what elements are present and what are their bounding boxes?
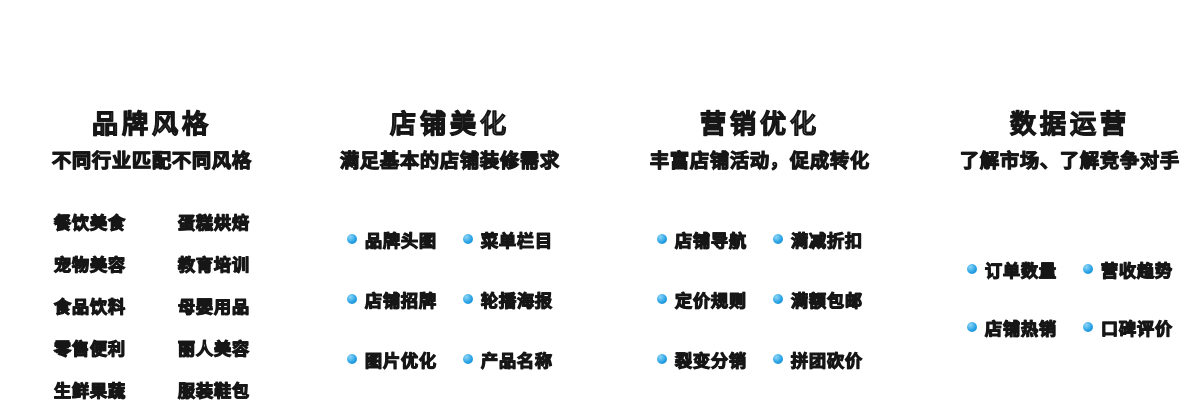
feature-item-label: 满额包邮 (791, 291, 863, 311)
feature-item: 店铺招牌 (347, 287, 437, 312)
feature-item: 菜单栏目 (463, 227, 553, 252)
bullet-icon (773, 294, 783, 305)
feature-item: 口碑评价 (1083, 315, 1173, 340)
category-item-label: 蛋糕烘焙 (178, 213, 250, 233)
category-item: 食品饮料 (54, 293, 126, 318)
bullet-icon (657, 234, 667, 245)
category-item: 零售便利 (54, 335, 126, 360)
feature-item-label: 裂变分销 (675, 351, 747, 371)
feature-column-marketing-optimize: 营销优化 丰富店铺活动，促成转化 店铺导航 满减折扣 定价规则 满额包邮 裂变分… (645, 109, 875, 372)
feature-item: 拼团砍价 (773, 347, 863, 372)
feature-item-label: 菜单栏目 (481, 231, 553, 251)
feature-item-label: 订单数量 (985, 261, 1057, 281)
bullet-icon (347, 294, 357, 305)
feature-list: 品牌头图 菜单栏目 店铺招牌 轮播海报 图片优化 产品名称 (335, 227, 565, 372)
bullet-icon (463, 354, 473, 365)
column-title: 数据运营 (1009, 109, 1130, 140)
feature-item: 裂变分销 (657, 347, 747, 372)
category-item: 服装鞋包 (178, 377, 250, 402)
category-item: 蛋糕烘焙 (178, 209, 250, 234)
bullet-icon (1083, 264, 1093, 275)
feature-item: 品牌头图 (347, 227, 437, 252)
category-item-label: 母婴用品 (178, 297, 250, 317)
feature-item-label: 轮播海报 (481, 291, 553, 311)
category-item: 教育培训 (178, 251, 250, 276)
feature-item-label: 店铺招牌 (365, 291, 437, 311)
category-item-label: 生鲜果蔬 (54, 381, 126, 401)
feature-item: 定价规则 (657, 287, 747, 312)
feature-item-label: 定价规则 (675, 291, 747, 311)
column-subtitle: 了解市场、了解竞争对手 (959, 150, 1180, 172)
bullet-icon (347, 234, 357, 245)
feature-item-label: 图片优化 (365, 351, 437, 371)
category-item-label: 教育培训 (178, 255, 250, 275)
bullet-icon (463, 294, 473, 305)
category-item: 生鲜果蔬 (54, 377, 126, 402)
bullet-icon (967, 264, 977, 275)
feature-item-label: 品牌头图 (365, 231, 437, 251)
category-item-label: 零售便利 (54, 339, 126, 359)
category-item-label: 食品饮料 (54, 297, 126, 317)
column-title: 营销优化 (699, 109, 820, 140)
feature-item: 订单数量 (967, 257, 1057, 282)
bullet-icon (773, 354, 783, 365)
column-title: 品牌风格 (91, 109, 212, 140)
feature-item: 产品名称 (463, 347, 553, 372)
feature-item-label: 产品名称 (481, 351, 553, 371)
category-item-label: 宠物美容 (54, 255, 126, 275)
feature-item-label: 营收趋势 (1101, 261, 1173, 281)
feature-item: 店铺导航 (657, 227, 747, 252)
feature-item-label: 店铺导航 (675, 231, 747, 251)
column-subtitle: 满足基本的店铺装修需求 (339, 150, 560, 172)
bullet-icon (657, 354, 667, 365)
column-subtitle: 丰富店铺活动，促成转化 (649, 150, 870, 172)
feature-item: 图片优化 (347, 347, 437, 372)
category-item: 母婴用品 (178, 293, 250, 318)
bullet-icon (463, 234, 473, 245)
feature-item-label: 口碑评价 (1101, 319, 1173, 339)
category-item: 宠物美容 (54, 251, 126, 276)
feature-item: 店铺热销 (967, 315, 1057, 340)
bullet-icon (1083, 322, 1093, 333)
feature-column-brand-style: 品牌风格 不同行业匹配不同风格 餐饮美食 蛋糕烘焙 宠物美容 教育培训 食品饮料… (37, 109, 267, 402)
category-item: 丽人美容 (178, 335, 250, 360)
column-title: 店铺美化 (389, 109, 510, 140)
feature-item: 满额包邮 (773, 287, 863, 312)
bullet-icon (967, 322, 977, 333)
column-subtitle: 不同行业匹配不同风格 (51, 150, 252, 172)
feature-item-label: 满减折扣 (791, 231, 863, 251)
feature-column-shop-beautify: 店铺美化 满足基本的店铺装修需求 品牌头图 菜单栏目 店铺招牌 轮播海报 图片优… (335, 109, 565, 372)
category-item-label: 餐饮美食 (54, 213, 126, 233)
feature-item: 轮播海报 (463, 287, 553, 312)
feature-column-data-operation: 数据运营 了解市场、了解竞争对手 订单数量 营收趋势 店铺热销 口碑评价 (955, 109, 1185, 340)
feature-item: 营收趋势 (1083, 257, 1173, 282)
category-list: 餐饮美食 蛋糕烘焙 宠物美容 教育培训 食品饮料 母婴用品 零售便利 丽人美容 … (37, 209, 267, 402)
category-item-label: 服装鞋包 (178, 381, 250, 401)
bullet-icon (347, 354, 357, 365)
bullet-icon (657, 294, 667, 305)
feature-item-label: 店铺热销 (985, 319, 1057, 339)
category-item: 餐饮美食 (54, 209, 126, 234)
bullet-icon (773, 234, 783, 245)
category-item-label: 丽人美容 (178, 339, 250, 359)
feature-list: 订单数量 营收趋势 店铺热销 口碑评价 (955, 257, 1185, 340)
feature-item: 满减折扣 (773, 227, 863, 252)
feature-list: 店铺导航 满减折扣 定价规则 满额包邮 裂变分销 拼团砍价 (645, 227, 875, 372)
feature-item-label: 拼团砍价 (791, 351, 863, 371)
